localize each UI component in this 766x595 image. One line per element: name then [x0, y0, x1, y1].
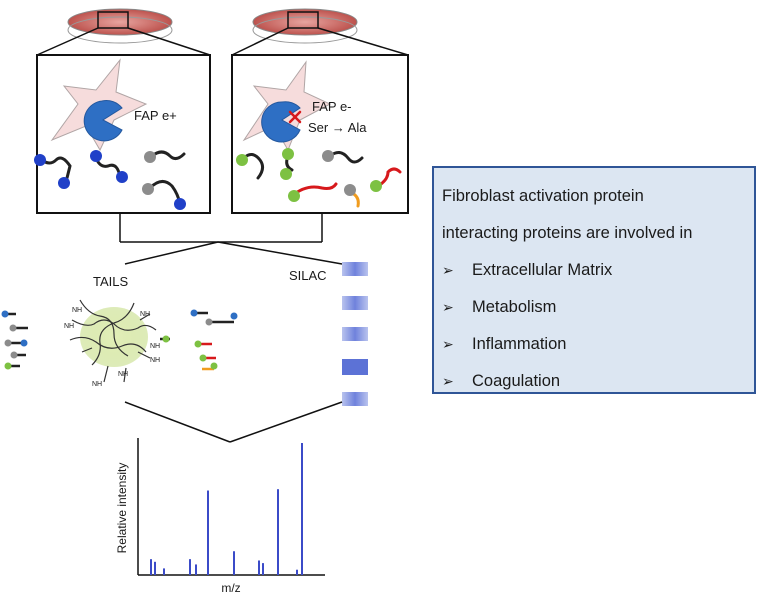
- merge-connector: [119, 213, 343, 265]
- left-substrate-2-terminus-b: [116, 171, 128, 183]
- right-peptide-fragments: [160, 309, 238, 371]
- left-substrate-1: [40, 156, 72, 180]
- left-petri-dish: [67, 8, 173, 44]
- summary-item: ➢ Extracellular Matrix: [442, 252, 746, 289]
- summary-item-label: Extracellular Matrix: [472, 261, 613, 279]
- inactive-cross-icon: [288, 110, 302, 124]
- right-substrate-6: [376, 167, 402, 188]
- funnel-lines: [124, 401, 343, 443]
- spectrum-x-label: m/z: [221, 581, 240, 595]
- right-substrate-2-terminus: [282, 148, 294, 160]
- left-substrate-4-terminus-b: [174, 198, 186, 210]
- amine-group-2: NH: [72, 307, 82, 314]
- summary-item-label: Coagulation: [472, 372, 561, 390]
- arrow-bullet-icon: ➢: [442, 299, 454, 315]
- left-substrate-2: [94, 156, 122, 180]
- arrow-bullet-icon: ➢: [442, 262, 454, 278]
- summary-item: ➢ Coagulation: [442, 363, 746, 400]
- summary-item-label: Inflammation: [472, 335, 567, 353]
- right-substrate-6-terminus: [370, 180, 382, 192]
- right-substrate-1: [242, 153, 265, 180]
- arrow-bullet-icon: ➢: [442, 336, 454, 352]
- left-substrate-1-terminus-b: [58, 177, 70, 189]
- silac-label: SILAC: [289, 268, 327, 283]
- left-cell-panel: FAP e+: [34, 54, 211, 214]
- arrow-bullet-icon: ➢: [442, 373, 454, 389]
- right-substrate-5-terminus: [344, 184, 356, 196]
- left-substrate-2-terminus: [90, 150, 102, 162]
- left-substrate-3: [150, 150, 186, 161]
- summary-item: ➢ Inflammation: [442, 326, 746, 363]
- summary-item: ➢ Metabolism: [442, 289, 746, 326]
- amine-group-6: NH: [92, 381, 102, 388]
- amine-group-4: NH: [150, 343, 160, 350]
- summary-item-label: Metabolism: [472, 298, 557, 316]
- right-panel-label-line1: FAP e-: [312, 99, 352, 114]
- right-substrate-1-terminus: [236, 154, 248, 166]
- left-substrate-3-terminus: [144, 151, 156, 163]
- silac-gel-bands: [342, 262, 368, 406]
- right-substrate-3: [328, 151, 364, 164]
- amine-group-5: NH: [150, 357, 160, 364]
- right-petri-dish: [252, 8, 358, 44]
- summary-heading-line1: Fibroblast activation protein: [442, 187, 644, 205]
- spectrum-y-label: Relative intensity: [115, 463, 129, 554]
- summary-list: ➢ Extracellular Matrix ➢ Metabolism ➢ Infla…: [442, 252, 746, 400]
- right-substrate-4: [290, 182, 338, 198]
- left-substrate-4-terminus: [142, 183, 154, 195]
- left-panel-label: FAP e+: [134, 108, 177, 123]
- left-substrate-1-terminus: [34, 154, 46, 166]
- left-peptide-fragments: [1, 310, 28, 370]
- right-substrate-4-terminus: [288, 190, 300, 202]
- zoom-lines: [36, 27, 409, 56]
- left-fap-enzyme: [83, 100, 123, 142]
- right-substrate-2-terminus-b: [280, 168, 292, 180]
- summary-heading-line2: interacting proteins are involved in: [442, 224, 693, 242]
- right-substrate-3-terminus: [322, 150, 334, 162]
- amine-group-7: NH: [118, 371, 128, 378]
- amine-group-3: NH: [140, 311, 150, 318]
- mass-spectrum: Relative intensity m/z: [115, 438, 325, 595]
- right-panel-label-line2: Ser → Ala: [308, 120, 367, 135]
- amine-group-1: NH: [64, 323, 74, 330]
- right-cell-panel: FAP e- Ser → Ala: [231, 54, 409, 214]
- tails-label: TAILS: [93, 274, 128, 289]
- tails-polymer: NH NH NH NH NH NH NH: [64, 299, 160, 388]
- summary-box: Fibroblast activation protein interactin…: [432, 166, 756, 394]
